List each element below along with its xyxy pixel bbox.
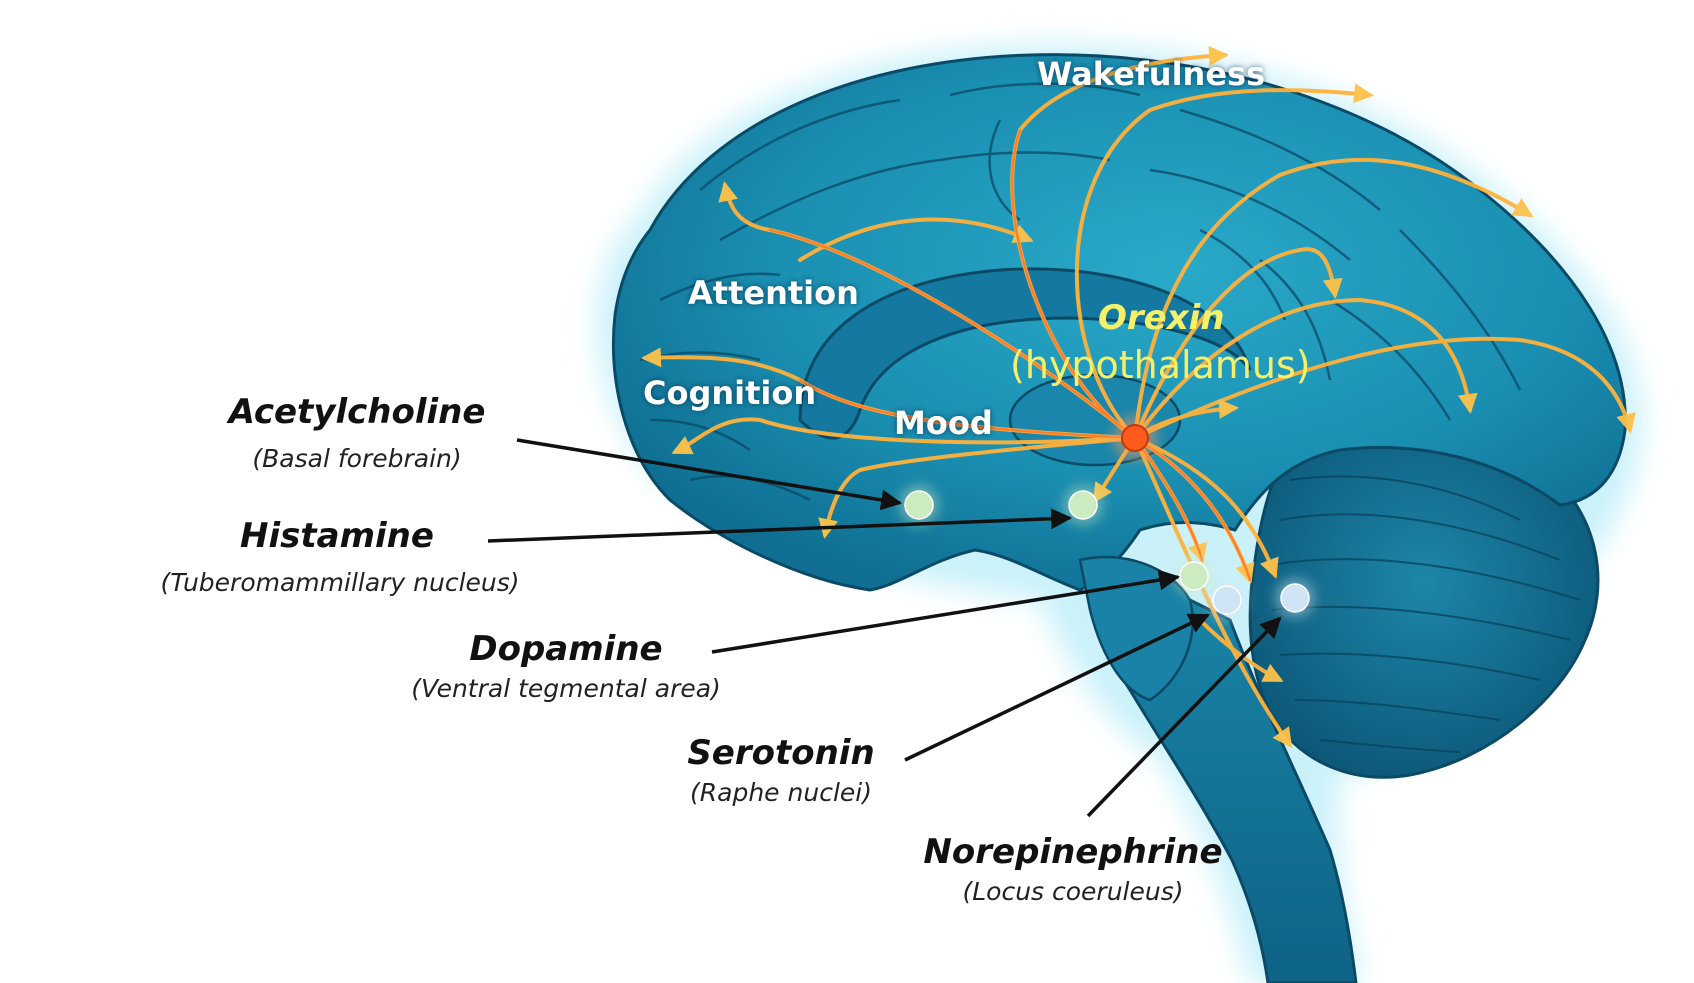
pathway-lc	[1133, 436, 1279, 579]
nucleus-dot-histamine	[1068, 490, 1098, 520]
nucleus-dot-norepinephrine	[1280, 583, 1310, 613]
nt-name-serotonin: Serotonin	[687, 733, 875, 773]
pathway-occipital-1	[1133, 297, 1478, 440]
orexin-node	[1113, 416, 1157, 460]
nt-source-serotonin: (Raphe nuclei)	[690, 778, 872, 807]
nuclei-dots	[899, 485, 1315, 620]
orexin-pathways	[641, 45, 1636, 749]
corpus-callosum	[798, 267, 1252, 440]
label-wakefulness: Wakefulness	[1037, 55, 1266, 93]
pathway-parietal-2	[1133, 247, 1343, 440]
nt-name-norepinephrine: Norepinephrine	[923, 832, 1223, 872]
label-mood: Mood	[894, 404, 993, 442]
leader-dopamine	[711, 569, 1181, 654]
pathway-wakefulness-2	[1074, 83, 1374, 440]
leader-histamine	[487, 508, 1073, 543]
nucleus-dot-dopamine	[1179, 561, 1209, 591]
leader-serotonin	[904, 613, 1210, 762]
pathway-cognition	[671, 417, 1137, 455]
nt-name-histamine: Histamine	[240, 516, 434, 556]
label-hypothalamus: (hypothalamus)	[1010, 343, 1311, 387]
leader-acetylcholine	[516, 438, 903, 511]
pathway-occipital-2	[1133, 336, 1636, 440]
label-attention: Attention	[688, 274, 859, 312]
label-cognition: Cognition	[643, 374, 817, 412]
pathway-parietal-1	[1133, 157, 1534, 440]
nt-source-dopamine: (Ventral tegmental area)	[411, 674, 721, 703]
pathway-mid-top	[798, 217, 1034, 262]
nt-name-dopamine: Dopamine	[469, 629, 663, 669]
pathway-basal	[818, 436, 1137, 539]
nt-source-acetylcholine: (Basal forebrain)	[252, 444, 462, 473]
nt-source-norepinephrine: (Locus coeruleus)	[962, 877, 1184, 906]
leader-arrows	[487, 438, 1282, 818]
leader-norepinephrine	[1086, 616, 1282, 818]
nt-name-acetylcholine: Acetylcholine	[228, 392, 486, 432]
label-orexin: Orexin	[1098, 298, 1225, 338]
nt-source-histamine: (Tuberomammillary nucleus)	[160, 568, 520, 597]
nucleus-dot-acetylcholine	[904, 490, 934, 520]
nucleus-dot-serotonin	[1212, 585, 1242, 615]
